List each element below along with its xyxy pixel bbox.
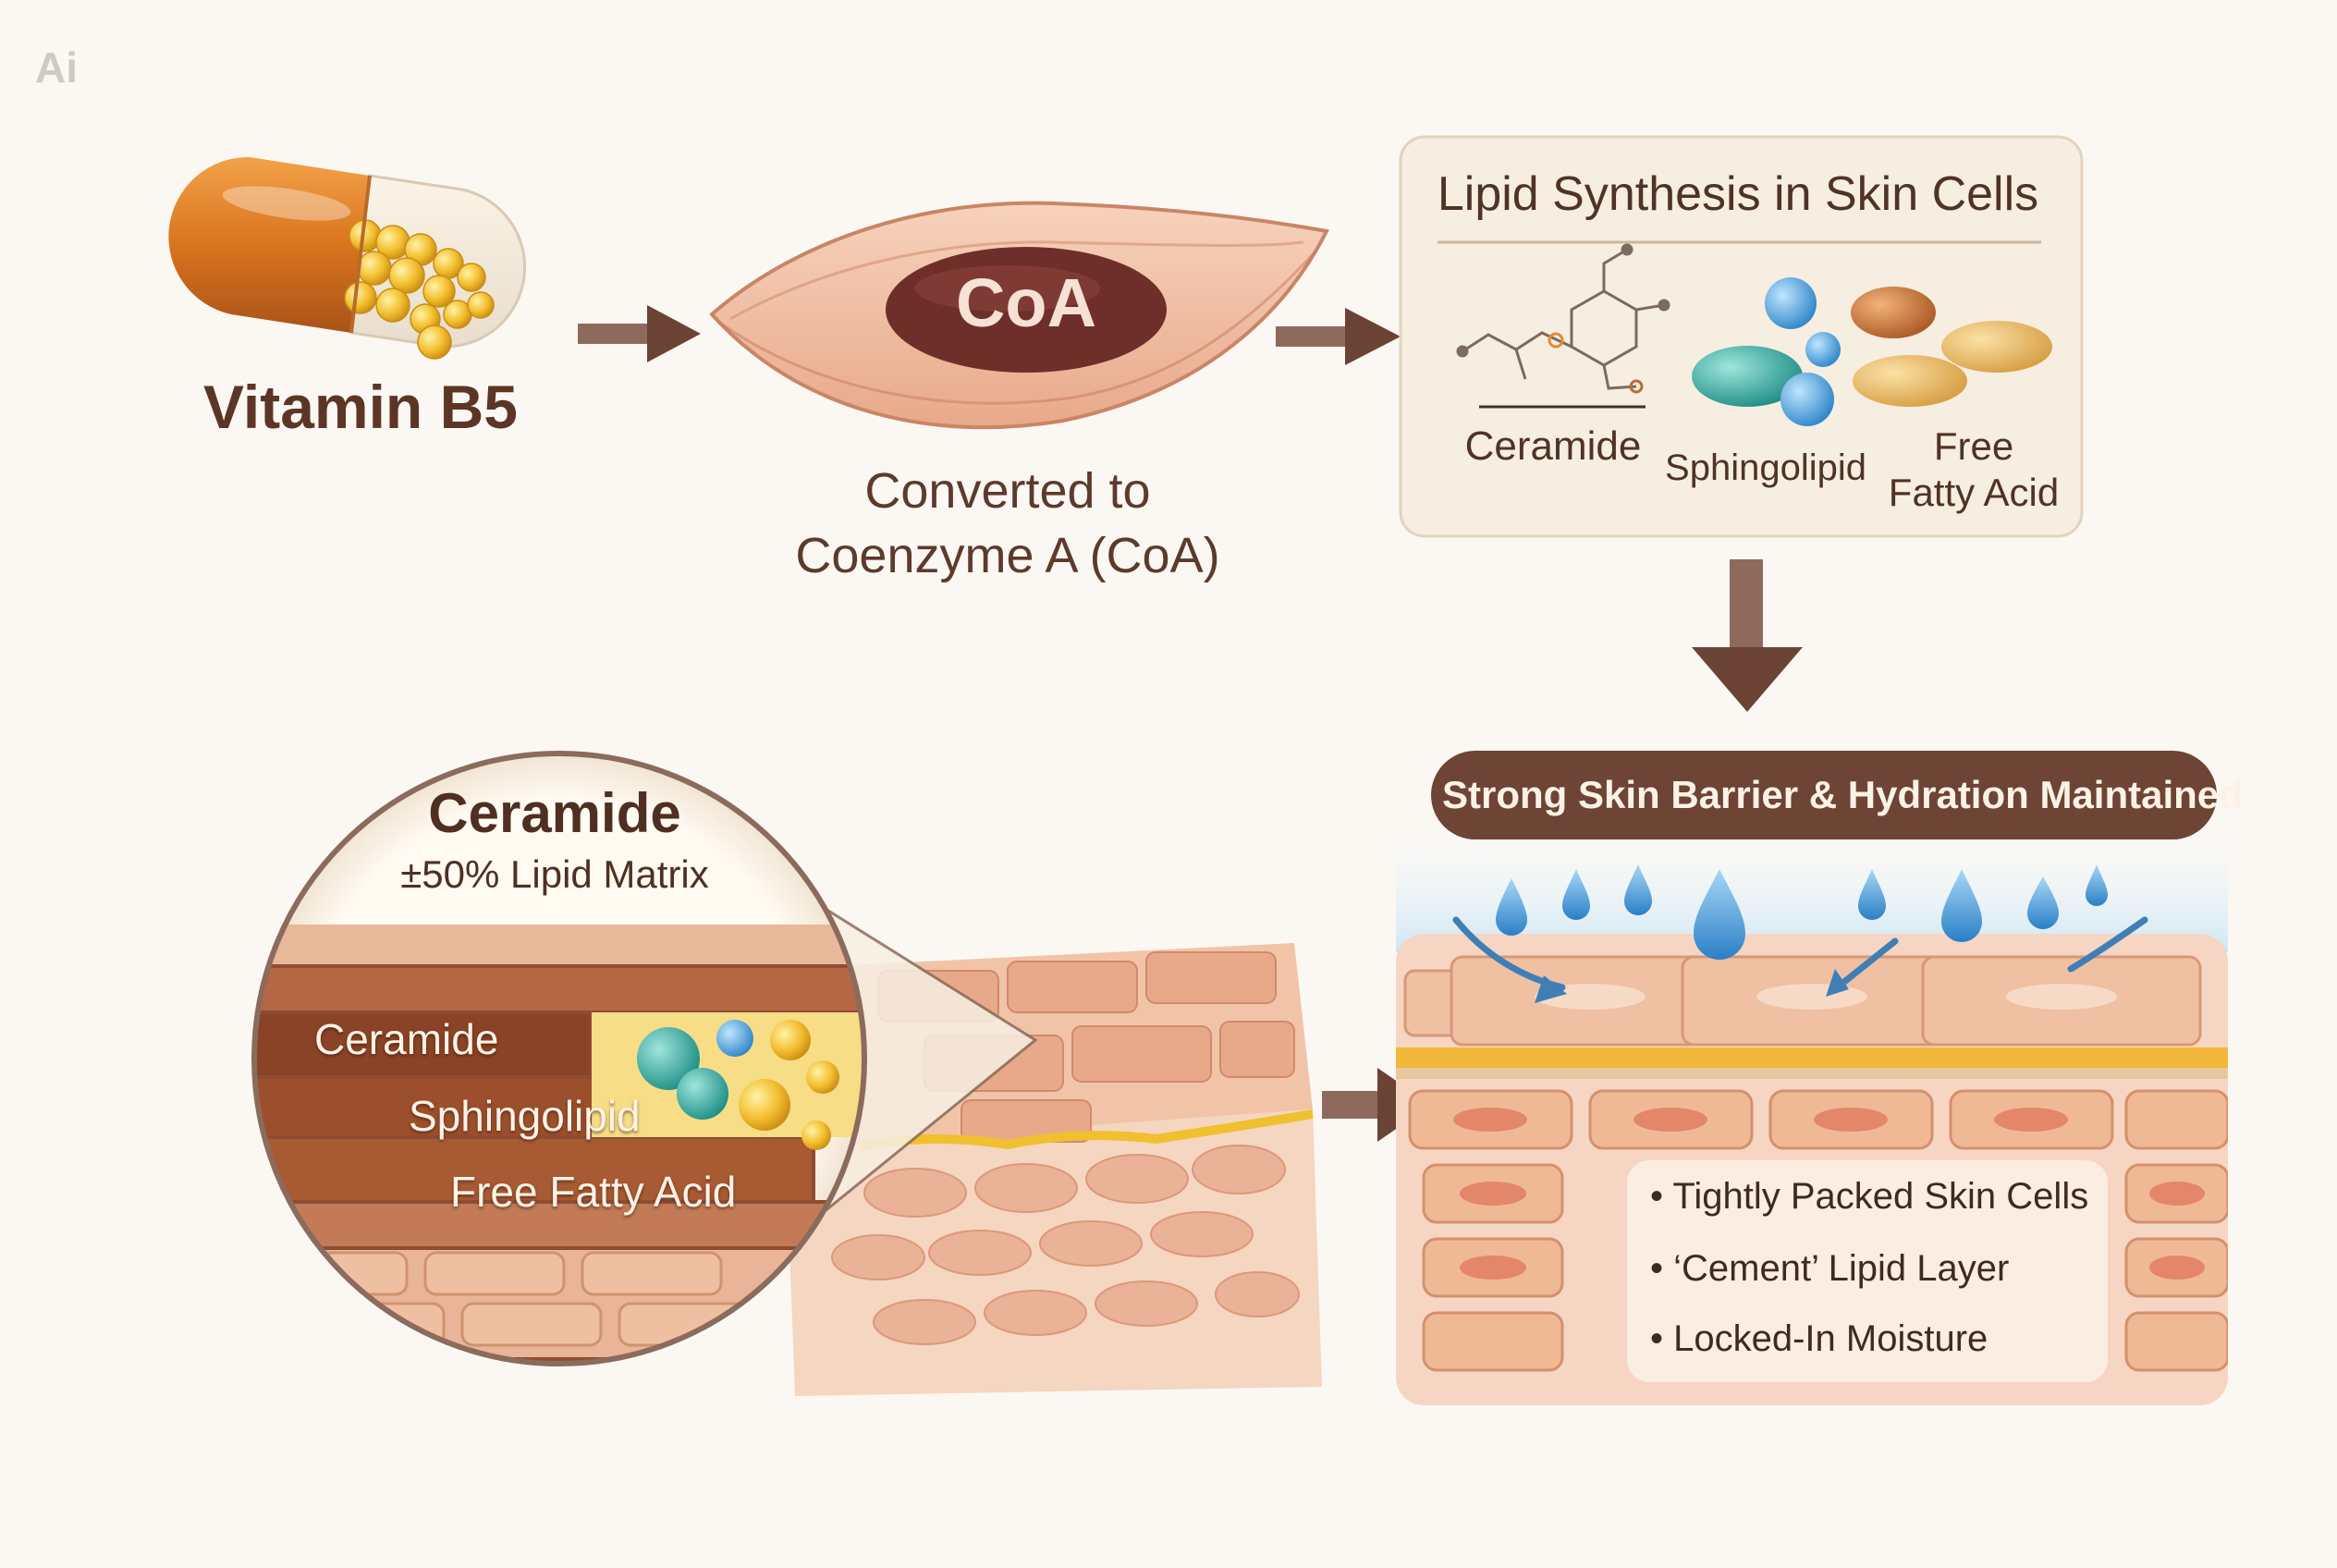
ffa-line1: Free <box>1933 424 2014 468</box>
healthy-skin-barrier-illustration <box>1396 814 2228 1405</box>
arrow-down-icon <box>1692 559 1803 712</box>
sphingolipid-spheres-icon <box>1692 277 1841 426</box>
benefit-item: • ‘Cement’ Lipid Layer <box>1650 1248 2010 1289</box>
magnifier-lens <box>251 751 867 1366</box>
ffa-line2: Fatty Acid <box>1888 471 2060 514</box>
coa-cell-icon <box>709 201 1329 430</box>
benefits-panel <box>1627 1160 2108 1382</box>
magnifier-title: Ceramide <box>428 782 681 844</box>
vitamin-b5-capsule-icon <box>168 156 527 360</box>
magnifier-item-ceramide: Ceramide <box>314 1015 499 1063</box>
ceramide-molecule-icon <box>1456 243 1670 409</box>
arrow-right-icon <box>1276 308 1401 365</box>
result-banner <box>1431 751 2217 839</box>
lipid-free-fatty-acid-label: Free Fatty Acid <box>1863 423 2085 516</box>
coa-caption-line2: Coenzyme A (CoA) <box>795 528 1220 583</box>
coa-caption: Converted to Coenzyme A (CoA) <box>758 459 1257 588</box>
benefit-item: • Tightly Packed Skin Cells <box>1650 1176 2089 1217</box>
coa-badge-label: CoA <box>955 264 1097 341</box>
lipid-sphingolipid-label: Sphingolipid <box>1665 447 1866 488</box>
watermark-logo: Ai <box>35 43 78 92</box>
arrow-right-icon <box>578 305 701 362</box>
vitamin-b5-label: Vitamin B5 <box>203 373 518 441</box>
water-drop-icon <box>1496 864 2108 960</box>
lipid-ceramide-label: Ceramide <box>1464 423 1642 469</box>
skin-block-illustration <box>786 943 1322 1396</box>
lipid-synthesis-title: Lipid Synthesis in Skin Cells <box>1437 167 2039 221</box>
result-banner-label: Strong Skin Barrier & Hydration Maintain… <box>1442 773 2243 816</box>
magnifier-subtitle: ±50% Lipid Matrix <box>400 852 709 896</box>
magnifier-item-free-fatty-acid: Free Fatty Acid <box>450 1168 737 1216</box>
benefit-item: • Locked-In Moisture <box>1650 1318 1988 1359</box>
magnifier-item-sphingolipid: Sphingolipid <box>409 1092 641 1140</box>
lipid-synthesis-panel <box>1399 135 2084 538</box>
coa-caption-line1: Converted to <box>864 463 1151 519</box>
free-fatty-acid-ovals-icon <box>1851 287 2052 407</box>
